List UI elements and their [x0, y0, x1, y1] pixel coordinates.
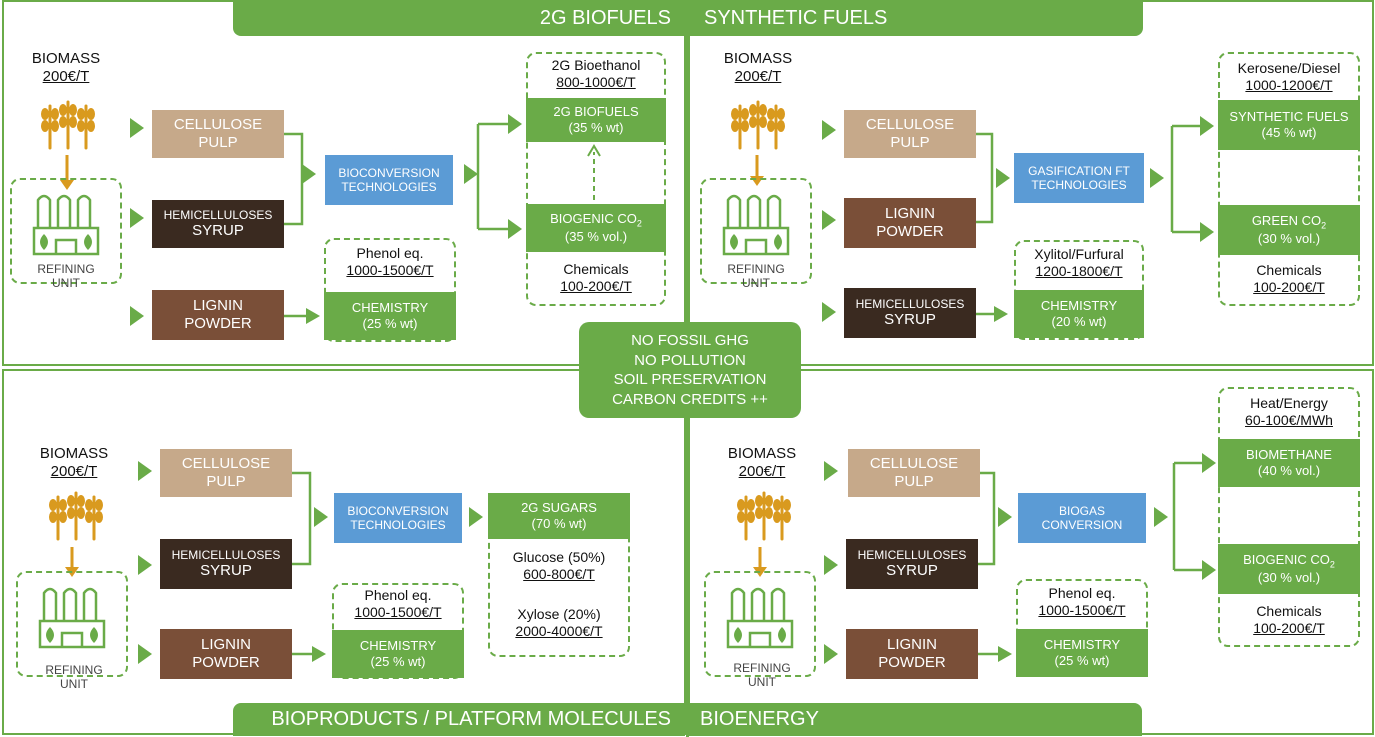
synthetic-fuels-box: SYNTHETIC FUELS(45 % wt) [1218, 100, 1360, 150]
green-co2-box: GREEN CO2(30 % vol.) [1218, 205, 1360, 255]
quadrant-title-bar: BIOPRODUCTS / PLATFORM MOLECULES [233, 703, 685, 736]
glucose-label: Glucose (50%)600-800€/T [512, 549, 606, 582]
refining-unit-box [704, 571, 816, 677]
xylose-label: Xylose (20%)2000-4000€/T [515, 606, 603, 639]
quadrant-title: 2G BIOFUELS [539, 6, 671, 29]
bioethanol-dash-box [526, 52, 666, 306]
quadrant-title: BIOPRODUCTS / PLATFORM MOLECULES [271, 708, 671, 730]
chemistry-box: CHEMISTRY(20 % wt) [1014, 290, 1144, 338]
phenol-label: Phenol eq.1000-1500€/T [1038, 585, 1126, 618]
quadrant-bioproducts: BIOPRODUCTS / PLATFORM MOLECULES BIOMASS… [0, 369, 687, 737]
phenol-label: Phenol eq.1000-1500€/T [354, 587, 442, 620]
chemistry-box: CHEMISTRY(25 % wt) [324, 292, 456, 340]
quadrant-title: SYNTHETIC FUELS [704, 6, 888, 29]
2g-biofuels-box: 2G BIOFUELS(35 % wt) [526, 98, 666, 142]
refining-unit-box [10, 178, 122, 284]
heat-energy-dash-box [1218, 387, 1360, 647]
quadrant-title-bar: 2G BIOFUELS [233, 0, 685, 36]
refining-unit-box [700, 178, 812, 284]
quadrant-title: BIOENERGY [700, 708, 819, 730]
phenol-label: Phenol eq.1000-1500€/T [346, 245, 434, 278]
2g-sugars-box: 2G SUGARS(70 % wt) [488, 493, 630, 539]
biogenic-co2-box: BIOGENIC CO2(35 % vol.) [526, 204, 666, 252]
phenol-dash-box [324, 238, 456, 342]
chemistry-box: CHEMISTRY(25 % wt) [332, 630, 464, 678]
kerosene-dash-box [1218, 52, 1360, 306]
quadrant-title-bar: BIOENERGY [688, 703, 1142, 736]
chemistry-box: CHEMISTRY(25 % wt) [1016, 629, 1148, 677]
biomethane-box: BIOMETHANE(40 % vol.) [1218, 439, 1360, 487]
benefits-box: NO FOSSIL GHG NO POLLUTION SOIL PRESERVA… [579, 322, 801, 418]
quadrant-title-bar: SYNTHETIC FUELS [688, 0, 1143, 36]
biogenic-co2-box: BIOGENIC CO2(30 % vol.) [1218, 544, 1360, 594]
refining-unit-box [16, 571, 128, 677]
